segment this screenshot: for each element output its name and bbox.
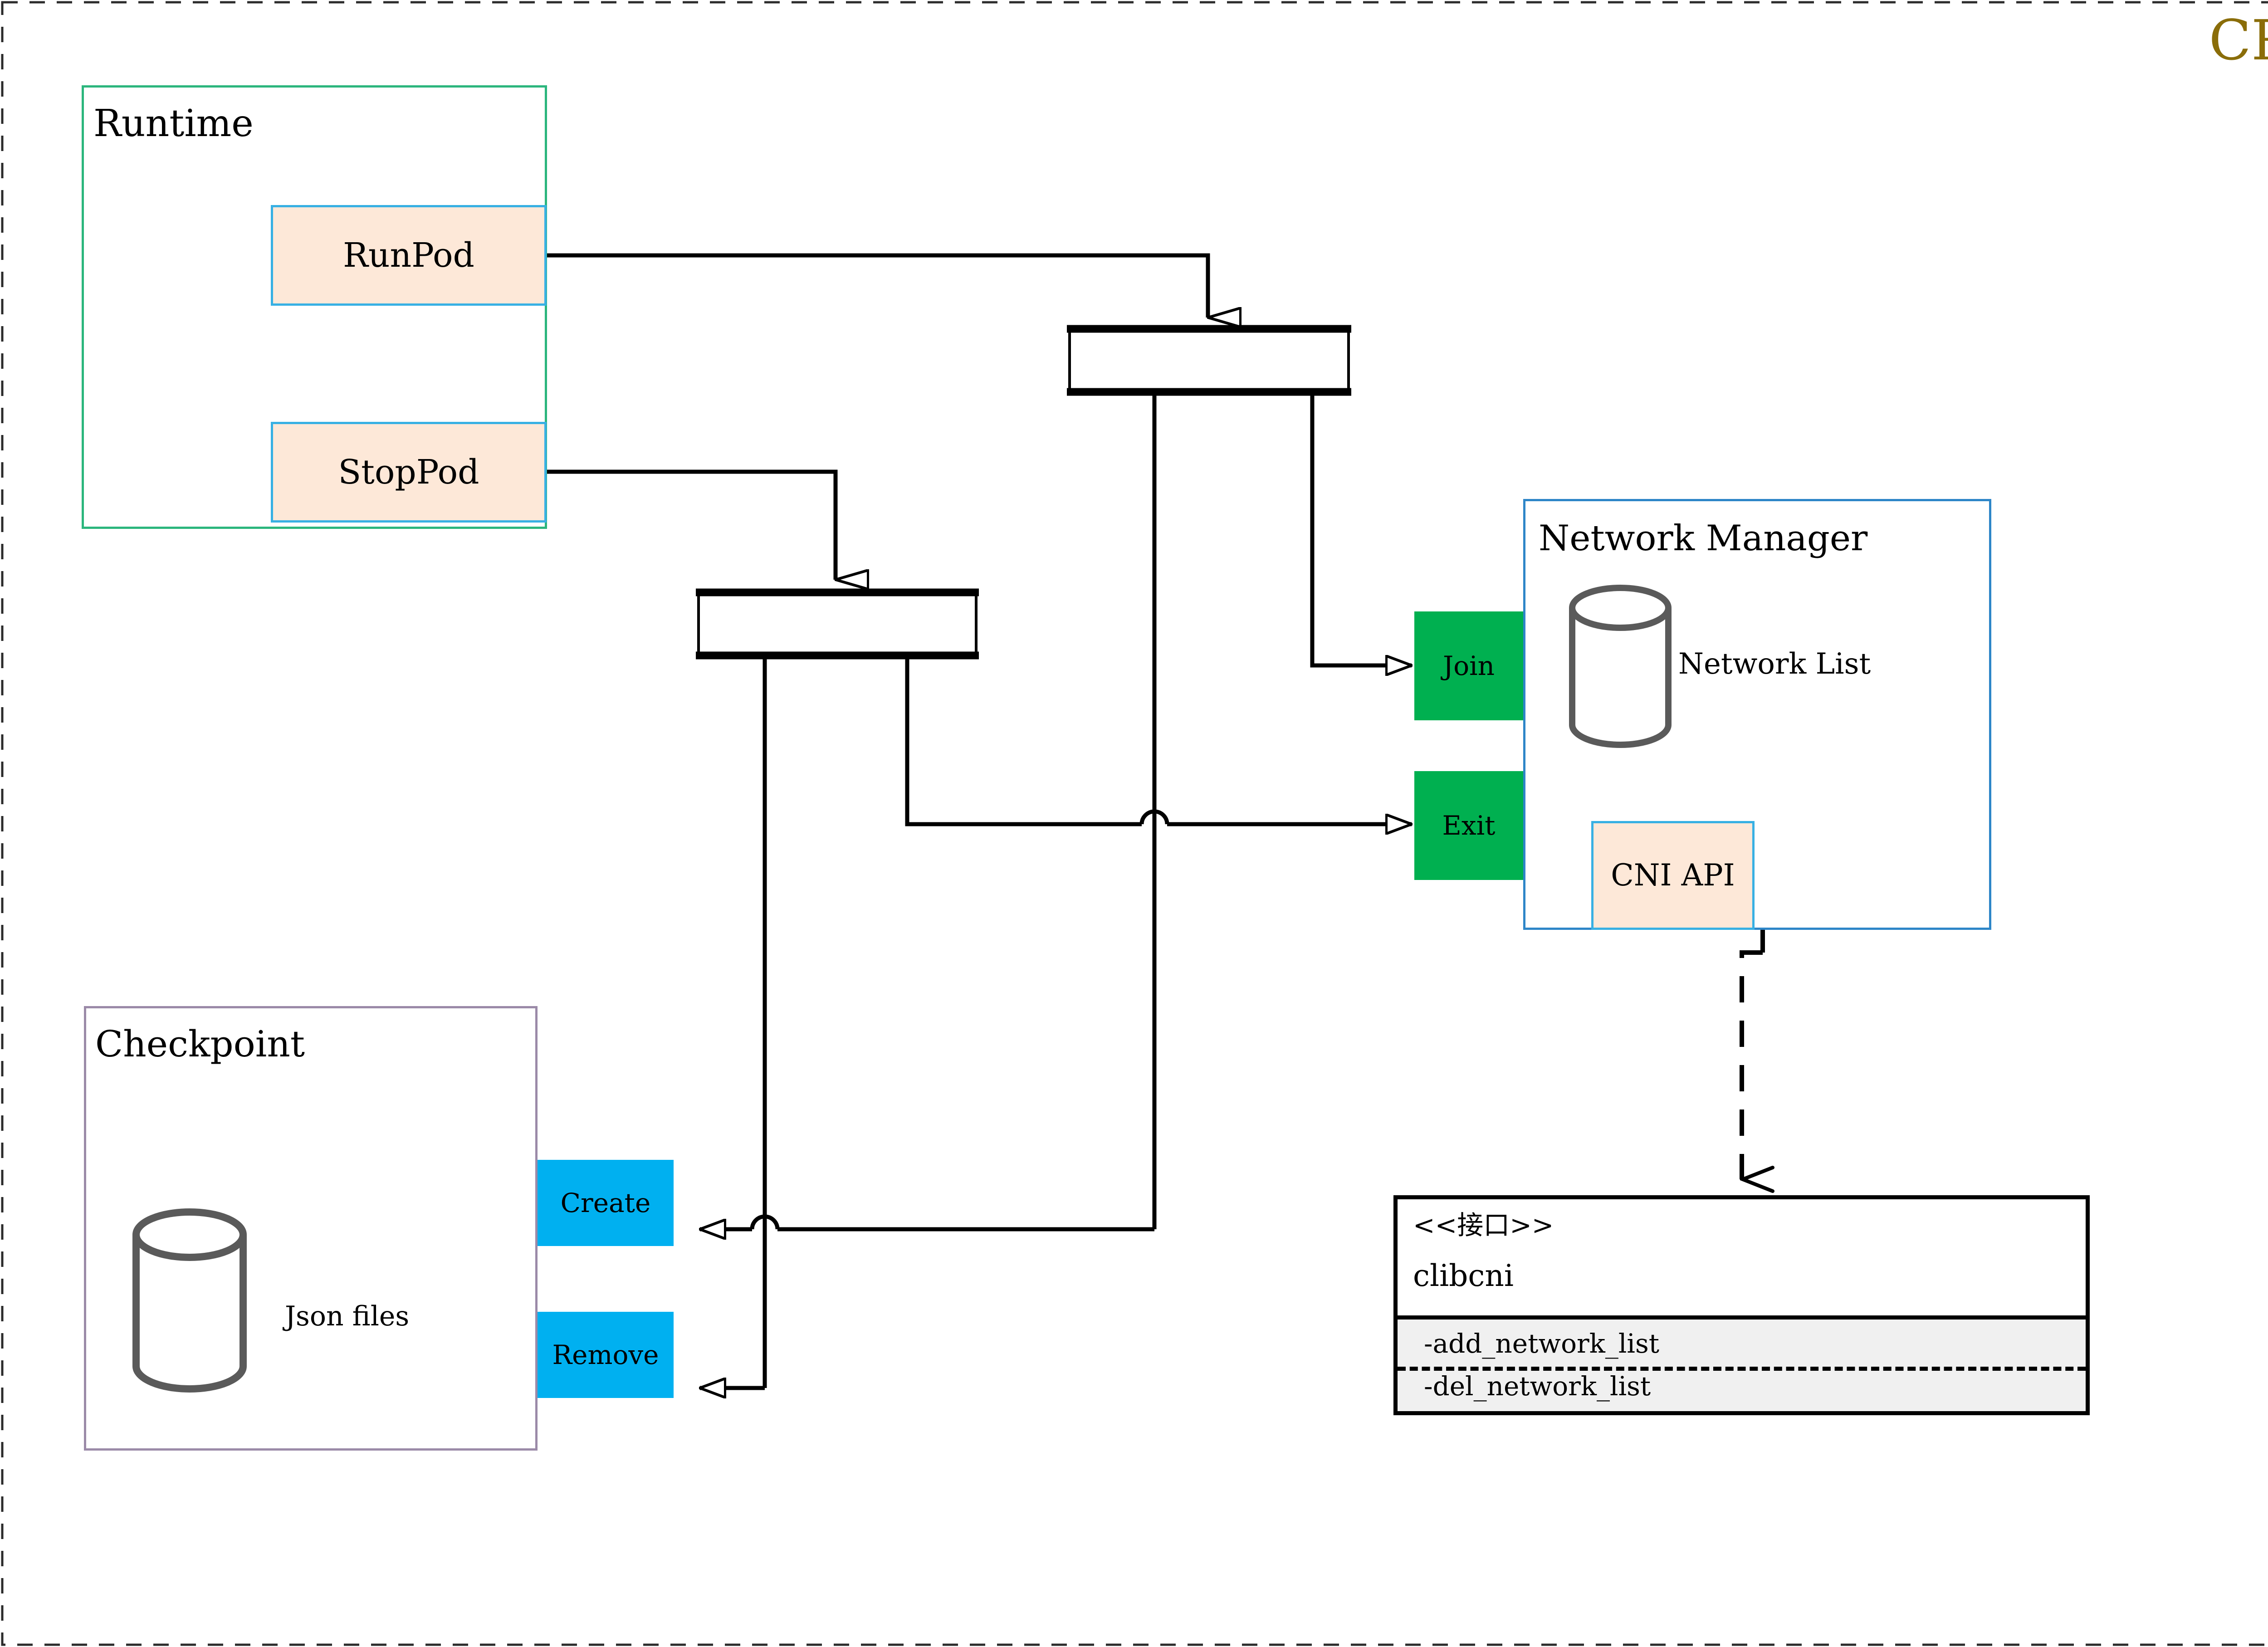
runpod-to-fork: [547, 253, 1208, 318]
json-files-label: Json files: [285, 1300, 410, 1332]
clibcni-interface[interactable]: <<接口>> clibcni -add_network_list -del_ne…: [1393, 1195, 2090, 1415]
join-port[interactable]: Join: [1414, 611, 1523, 720]
clibcni-stereotype: <<接口>>: [1413, 1210, 1554, 1241]
runtime-label: Runtime: [93, 102, 254, 145]
fork-bar-left: [697, 590, 978, 658]
stoppod-method[interactable]: StopPod: [271, 422, 547, 523]
line-hop-exit: [1139, 809, 1169, 825]
fork-top-right-leg-to-join: [1310, 393, 1412, 665]
runpod-method[interactable]: RunPod: [271, 205, 547, 306]
operation-add: -add_network_list: [1424, 1328, 1660, 1359]
cni-api-box[interactable]: CNI API: [1591, 821, 1755, 930]
clibcni-operations: -add_network_list -del_network_list: [1398, 1320, 2086, 1411]
clibcni-name: clibcni: [1413, 1258, 1514, 1293]
cni-to-clibcni-dashed: [1740, 950, 1763, 1179]
checkpoint-label: Checkpoint: [95, 1023, 305, 1065]
fork-left-right-leg-to-exit-a: [905, 657, 1142, 826]
operation-del: -del_network_list: [1424, 1371, 1651, 1402]
fork-bar-top: [1068, 326, 1350, 395]
network-list-label: Network List: [1678, 647, 1871, 681]
exit-port[interactable]: Exit: [1414, 771, 1523, 880]
runtime-package: [82, 85, 547, 529]
operation-separator: [1398, 1367, 2086, 1371]
cni-api-label: CNI API: [1611, 858, 1735, 893]
remove-label: Remove: [552, 1339, 659, 1370]
create-label: Create: [560, 1188, 651, 1218]
remove-port[interactable]: Remove: [538, 1312, 674, 1398]
runpod-label: RunPod: [343, 236, 474, 275]
network-manager-label: Network Manager: [1539, 518, 1868, 559]
page-title: CRI: [2209, 8, 2268, 73]
exit-label: Exit: [1442, 810, 1496, 841]
stoppod-label: StopPod: [338, 453, 479, 492]
checkpoint-package: [84, 1006, 538, 1451]
clibcni-header: <<接口>> clibcni: [1398, 1199, 2086, 1320]
join-label: Join: [1442, 650, 1495, 681]
create-port[interactable]: Create: [538, 1160, 674, 1246]
line-hop-create: [750, 1214, 780, 1230]
stoppod-to-fork: [547, 469, 836, 580]
network-manager-package: [1523, 499, 1991, 930]
